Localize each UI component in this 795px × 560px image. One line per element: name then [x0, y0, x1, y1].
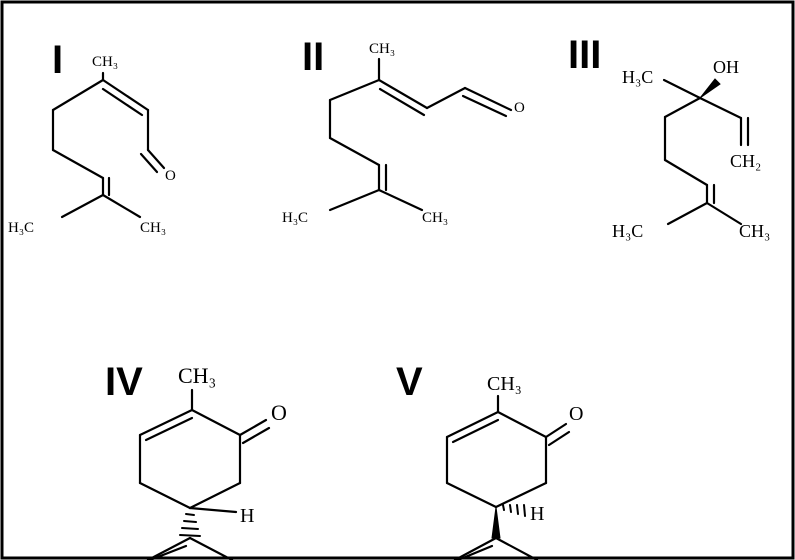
compound-iv-numeral: IV	[105, 360, 143, 404]
compound-ii-ch3-top: CH₃	[369, 41, 395, 57]
compound-ii-numeral: II	[302, 35, 324, 79]
compound-iv-oxygen: O	[271, 400, 287, 425]
compound-ii-ch3-right: CH₃	[422, 210, 448, 226]
compound-ii-oxygen: O	[514, 100, 525, 116]
compound-iii-numeral: III	[568, 33, 601, 77]
compound-i: I CH₃ O H₃C CH₃	[8, 38, 176, 236]
compound-i-h3c: H₃C	[8, 220, 34, 236]
compound-iii-h3c: H₃C	[612, 221, 643, 241]
compound-ii-h3c: H₃C	[282, 210, 308, 226]
compound-ii-bonds	[328, 57, 513, 212]
compound-i-oxygen: O	[165, 168, 176, 184]
compound-v: V CH₃ O H	[396, 360, 583, 560]
compound-iv-bonds	[138, 388, 271, 560]
compound-ii: II CH₃ O H₃C CH₃	[282, 35, 525, 226]
compound-v-h: H	[530, 503, 544, 525]
compound-iii-h3c-top: H₃C	[622, 67, 653, 87]
compound-iv-h: H	[240, 505, 254, 527]
compound-i-ch3-top: CH₃	[92, 54, 118, 70]
compound-iv-ch3: CH₃	[178, 363, 216, 388]
compound-iv: IV CH₃ O H	[105, 360, 287, 560]
compound-v-ch3: CH₃	[487, 373, 522, 395]
compound-iii-bonds	[662, 78, 750, 226]
compound-iii-ch3-right: CH₃	[739, 221, 770, 241]
compound-iii: III H₃C OH CH₂ H₃C CH₃	[568, 33, 770, 241]
compound-i-bonds	[51, 71, 166, 219]
compound-v-bonds	[445, 394, 571, 560]
compound-v-numeral: V	[396, 360, 423, 404]
compound-i-ch3-right: CH₃	[140, 220, 166, 236]
compound-iii-ch2: CH₂	[730, 151, 761, 171]
compound-iii-hydroxyl: OH	[713, 57, 739, 77]
compound-v-oxygen: O	[569, 403, 583, 425]
compound-i-numeral: I	[52, 38, 63, 82]
